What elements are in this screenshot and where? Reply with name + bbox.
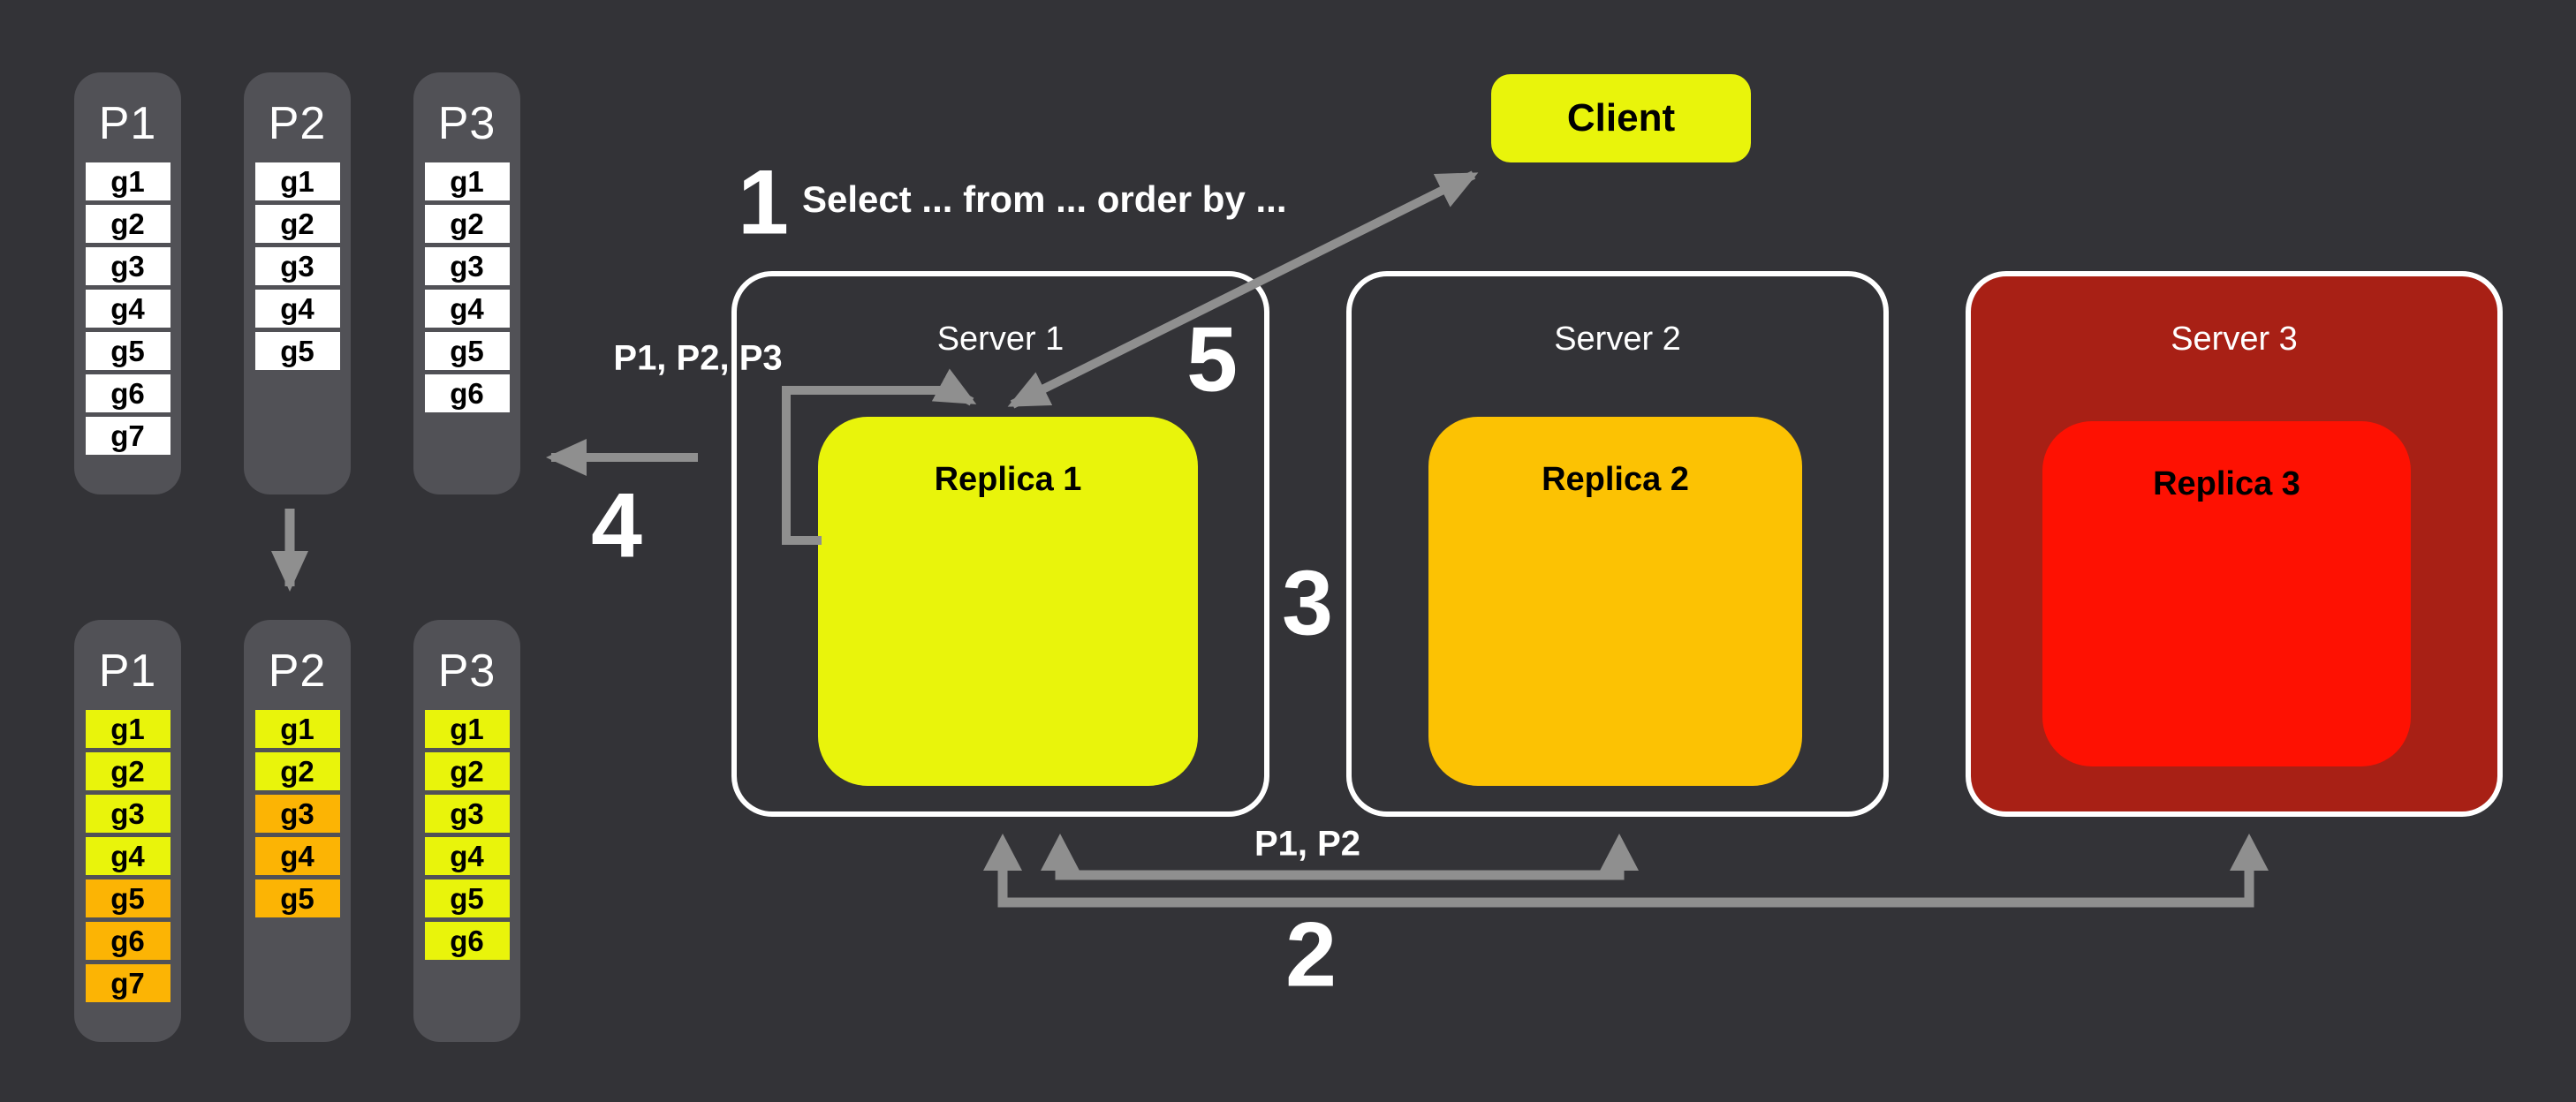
server-3-label: Server 3 bbox=[2171, 321, 2298, 358]
group-cell-g1: g1 bbox=[254, 710, 340, 748]
replica-1-label: Replica 1 bbox=[934, 461, 1082, 498]
partition-label: P1 bbox=[98, 98, 157, 149]
step-2-number: 2 bbox=[1285, 903, 1337, 1007]
server-1-label: Server 1 bbox=[936, 321, 1064, 358]
replica-2-box: Replica 2 bbox=[1428, 417, 1802, 786]
group-cell-g3: g3 bbox=[85, 247, 170, 285]
replica-1-box: Replica 1 bbox=[818, 417, 1198, 786]
group-cell-g5: g5 bbox=[85, 879, 170, 917]
partition-bottom-p2: P2 g1 g2 g3 g4 g5 bbox=[244, 620, 351, 1042]
partition-bottom-p3: P3 g1 g2 g3 g4 g5 g6 bbox=[413, 620, 520, 1042]
group-cell-list: g1 g2 g3 g4 g5 bbox=[254, 162, 340, 370]
partition-top-p3: P3 g1 g2 g3 g4 g5 g6 bbox=[413, 72, 520, 494]
group-cell-g4: g4 bbox=[85, 837, 170, 875]
gather-partitions-label: P1, P2 bbox=[1254, 824, 1361, 864]
partition-bottom-p1: P1 g1 g2 g3 g4 g5 g6 g7 bbox=[74, 620, 181, 1042]
step-4-number: 4 bbox=[591, 474, 642, 577]
partition-label: P3 bbox=[437, 98, 496, 149]
partition-label: P2 bbox=[268, 645, 327, 697]
group-cell-g1: g1 bbox=[424, 710, 510, 748]
partitions-bottom-group: P1 g1 g2 g3 g4 g5 g6 g7 P2 g1 g2 g3 g4 g5 P3 g1 g2 g3 g4 g5… bbox=[0, 620, 2576, 1044]
partition-label: P3 bbox=[437, 645, 496, 697]
partition-top-p1: P1 g1 g2 g3 g4 g5 g6 g7 bbox=[74, 72, 181, 494]
partitions-top-group: P1 g1 g2 g3 g4 g5 g6 g7 P2 g1 g2 g3 g4 g5 P3 g1 g2 g3 g4 g5… bbox=[0, 72, 2576, 496]
group-cell-g4: g4 bbox=[254, 837, 340, 875]
group-cell-g3: g3 bbox=[424, 795, 510, 833]
group-cell-g4: g4 bbox=[424, 290, 510, 328]
server-2-box: Server 2 Replica 2 bbox=[1346, 271, 1889, 817]
partition-label: P1 bbox=[98, 645, 157, 697]
group-cell-g4: g4 bbox=[85, 290, 170, 328]
step-1-query-text: Select ... from ... order by ... bbox=[802, 178, 1287, 220]
group-cell-g2: g2 bbox=[85, 752, 170, 790]
group-cell-g1: g1 bbox=[424, 162, 510, 200]
scatter-partitions-label: P1, P2, P3 bbox=[613, 338, 783, 378]
group-cell-g1: g1 bbox=[254, 162, 340, 200]
server-3-box: Server 3 Replica 3 bbox=[1966, 271, 2503, 817]
group-cell-g1: g1 bbox=[85, 162, 170, 200]
group-cell-g1: g1 bbox=[85, 710, 170, 748]
group-cell-g3: g3 bbox=[254, 247, 340, 285]
group-cell-list: g1 g2 g3 g4 g5 g6 bbox=[424, 710, 510, 960]
group-cell-g4: g4 bbox=[254, 290, 340, 328]
step-1-number: 1 bbox=[738, 151, 789, 254]
group-cell-g2: g2 bbox=[254, 205, 340, 243]
step-3-number: 3 bbox=[1282, 552, 1333, 655]
group-cell-g2: g2 bbox=[85, 205, 170, 243]
group-cell-g6: g6 bbox=[424, 374, 510, 412]
replica-3-box: Replica 3 bbox=[2042, 421, 2411, 766]
group-cell-list: g1 g2 g3 g4 g5 g6 g7 bbox=[85, 162, 170, 455]
group-cell-g2: g2 bbox=[424, 752, 510, 790]
group-cell-g4: g4 bbox=[424, 837, 510, 875]
group-cell-list: g1 g2 g3 g4 g5 bbox=[254, 710, 340, 917]
group-cell-g5: g5 bbox=[424, 879, 510, 917]
group-cell-g3: g3 bbox=[424, 247, 510, 285]
step-5-number: 5 bbox=[1186, 308, 1238, 411]
group-cell-g3: g3 bbox=[85, 795, 170, 833]
server-2-label: Server 2 bbox=[1554, 321, 1681, 358]
replica-2-label: Replica 2 bbox=[1542, 461, 1689, 498]
group-cell-g6: g6 bbox=[85, 922, 170, 960]
group-cell-g3: g3 bbox=[254, 795, 340, 833]
replica-3-label: Replica 3 bbox=[2153, 465, 2300, 502]
group-cell-g2: g2 bbox=[424, 205, 510, 243]
group-cell-g5: g5 bbox=[254, 332, 340, 370]
partition-label: P2 bbox=[268, 98, 327, 149]
group-cell-list: g1 g2 g3 g4 g5 g6 bbox=[424, 162, 510, 412]
client-box: Client bbox=[1491, 74, 1751, 162]
group-cell-g6: g6 bbox=[85, 374, 170, 412]
group-cell-g5: g5 bbox=[424, 332, 510, 370]
group-cell-g5: g5 bbox=[85, 332, 170, 370]
partition-top-p2: P2 g1 g2 g3 g4 g5 bbox=[244, 72, 351, 494]
group-cell-g2: g2 bbox=[254, 752, 340, 790]
group-cell-g5: g5 bbox=[254, 879, 340, 917]
group-cell-g6: g6 bbox=[424, 922, 510, 960]
group-cell-g7: g7 bbox=[85, 417, 170, 455]
group-cell-g7: g7 bbox=[85, 964, 170, 1002]
group-cell-list: g1 g2 g3 g4 g5 g6 g7 bbox=[85, 710, 170, 1002]
